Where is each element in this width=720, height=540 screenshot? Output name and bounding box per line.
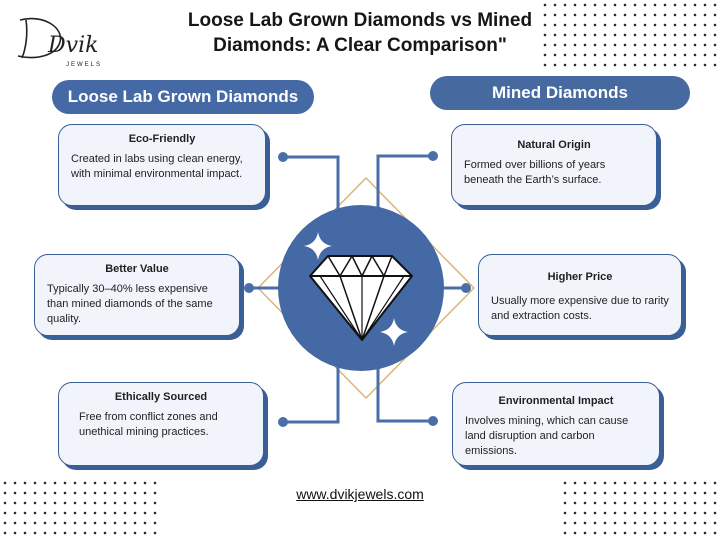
brand-logo: Dvik JEWELS	[10, 8, 110, 70]
sparkle-icon	[380, 318, 408, 346]
dot-pattern-top-right	[540, 0, 720, 72]
title-line-1: Loose Lab Grown Diamonds vs Mined	[187, 10, 533, 31]
header-lab-grown: Loose Lab Grown Diamonds	[52, 80, 314, 114]
card-heading: Environmental Impact	[498, 395, 614, 407]
card-body: Typically 30–40% less expensive than min…	[47, 283, 213, 325]
card-heading: Better Value	[105, 263, 169, 275]
card-eco-friendly: Eco-Friendly Created in labs using clean…	[58, 124, 266, 206]
connector-dot	[278, 152, 288, 162]
card-environmental-impact: Environmental Impact Involves mining, wh…	[452, 382, 660, 466]
card-ethically-sourced: Ethically Sourced Free from conflict zon…	[58, 382, 264, 466]
card-higher-price: Higher Price Usually more expensive due …	[478, 254, 682, 336]
connector-dot	[428, 151, 438, 161]
card-natural-origin: Natural Origin Formed over billions of y…	[451, 124, 657, 206]
dot-pattern-bottom-left	[0, 478, 160, 540]
website-link[interactable]: www.dvikjewels.com	[296, 486, 424, 502]
logo-wordmark: Dvik	[47, 33, 98, 58]
title-line-2: Diamonds: A Clear Comparison"	[213, 35, 507, 56]
card-body: Involves mining, which can cause land di…	[465, 415, 629, 457]
diamond-icon	[309, 255, 413, 341]
card-heading: Natural Origin	[517, 139, 591, 151]
logo-subtext: JEWELS	[66, 62, 102, 68]
page-title: Loose Lab Grown Diamonds vs Mined Diamon…	[140, 8, 580, 58]
sparkle-icon	[304, 232, 332, 260]
card-body: Formed over billions of years beneath th…	[464, 159, 606, 186]
card-heading: Eco-Friendly	[128, 133, 196, 145]
connector-dot	[278, 417, 288, 427]
connector-dot	[428, 416, 438, 426]
header-mined: Mined Diamonds	[430, 76, 690, 110]
card-heading: Ethically Sourced	[114, 391, 208, 403]
card-body: Free from conflict zones and unethical m…	[79, 411, 218, 438]
card-body: Created in labs using clean energy, with…	[71, 153, 243, 180]
card-better-value: Better Value Typically 30–40% less expen…	[34, 254, 240, 336]
dot-pattern-bottom-right	[560, 478, 720, 540]
connector-dot	[461, 283, 471, 293]
connector-dot	[244, 283, 254, 293]
card-heading: Higher Price	[547, 271, 613, 283]
card-body: Usually more expensive due to rarity and…	[491, 295, 669, 322]
